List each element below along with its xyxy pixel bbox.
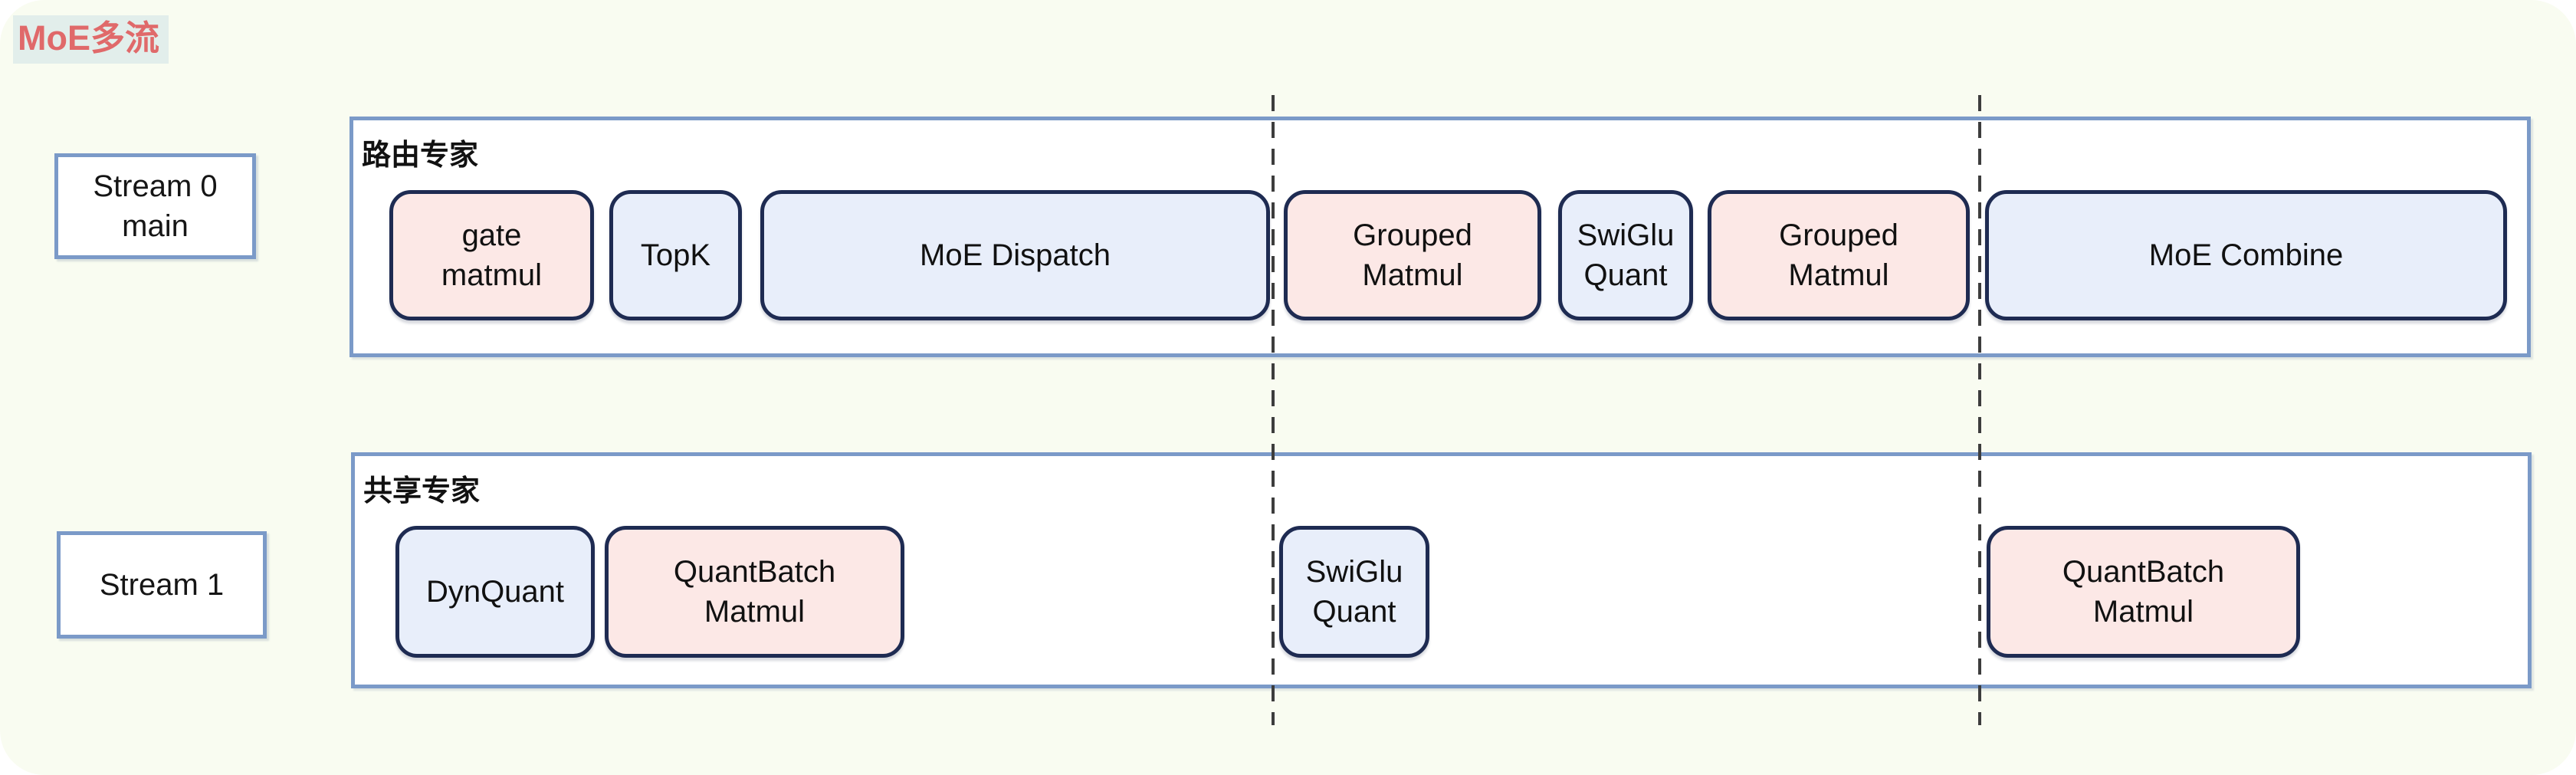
op-grouped-matmul-2: Grouped Matmul bbox=[1708, 190, 1970, 320]
op-dynquant: DynQuant bbox=[395, 526, 595, 658]
stream-0-main-label: Stream 0 main bbox=[93, 169, 218, 243]
op-grouped-matmul-1: Grouped Matmul bbox=[1284, 190, 1541, 320]
sync-dashed-line-1 bbox=[1272, 95, 1275, 725]
op-moe-combine: MoE Combine bbox=[1985, 190, 2507, 320]
op-swiglu-quant-1: SwiGlu Quant bbox=[1558, 190, 1693, 320]
lane-routed-experts-label: 路由专家 bbox=[362, 140, 479, 172]
op-quantbatch-matmul-1: QuantBatch Matmul bbox=[605, 526, 904, 658]
op-swiglu-quant-2: SwiGlu Quant bbox=[1279, 526, 1429, 658]
op-gate-matmul: gate matmul bbox=[389, 190, 594, 320]
op-quantbatch-matmul-2: QuantBatch Matmul bbox=[1987, 526, 2300, 658]
lane-routed-experts: 路由专家 gate matmul TopK MoE Dispatch Group… bbox=[349, 117, 2531, 357]
diagram-title: MoE多流 bbox=[13, 15, 169, 64]
sync-dashed-line-2 bbox=[1978, 95, 1981, 725]
lane-shared-experts-label: 共享专家 bbox=[363, 475, 481, 507]
lane-shared-experts: 共享专家 DynQuant QuantBatch Matmul SwiGlu Q… bbox=[351, 452, 2532, 688]
stream-1-label-box: Stream 1 bbox=[57, 531, 267, 639]
op-topk: TopK bbox=[609, 190, 742, 320]
stream-0-main-label-box: Stream 0 main bbox=[54, 153, 256, 259]
stream-1-label: Stream 1 bbox=[99, 568, 225, 602]
op-moe-dispatch: MoE Dispatch bbox=[760, 190, 1270, 320]
